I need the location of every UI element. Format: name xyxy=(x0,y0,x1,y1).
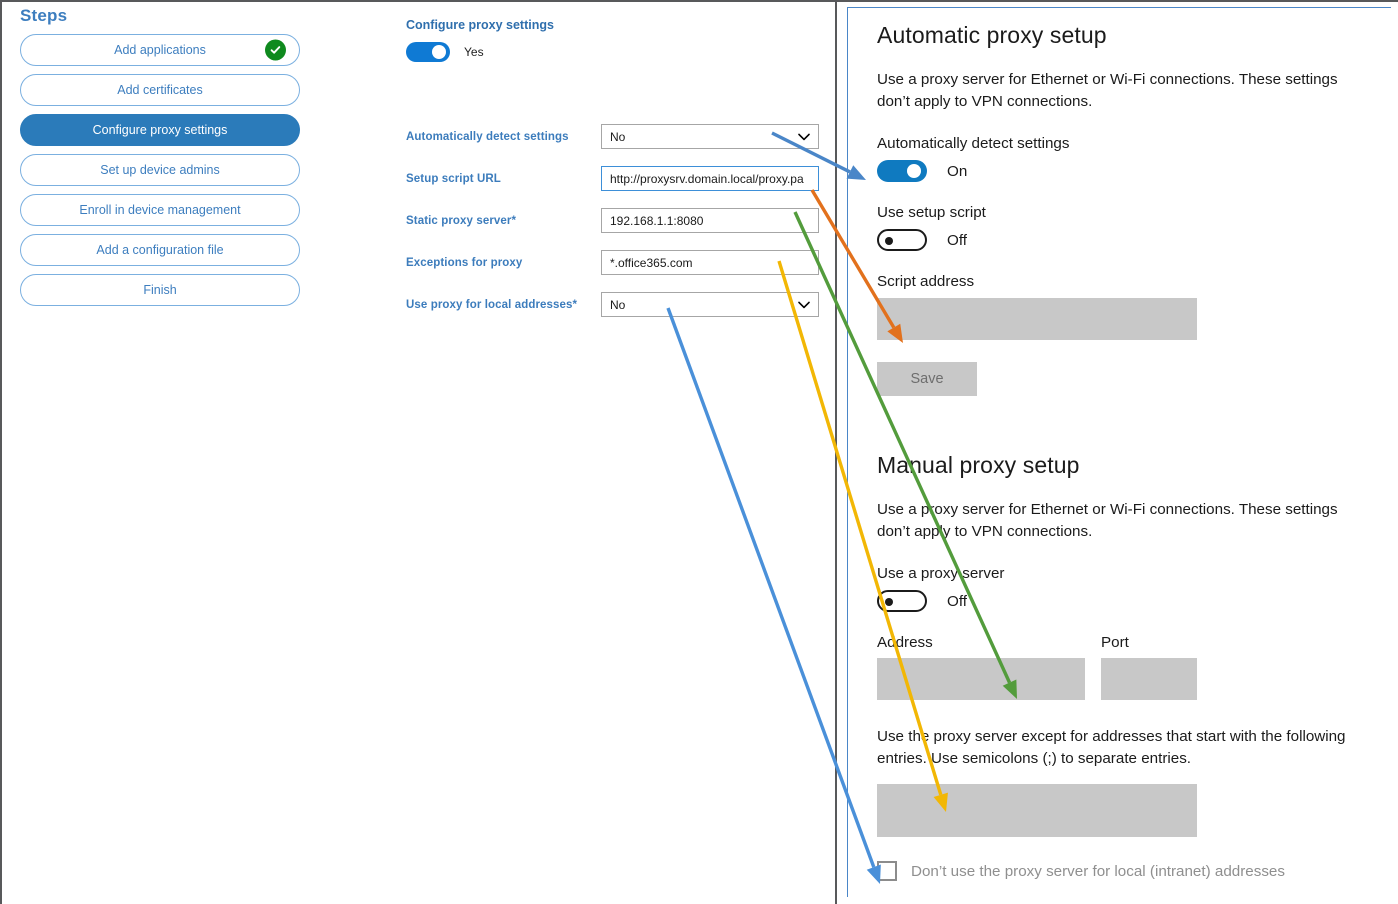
form-fields: Automatically detect settings No Setup s… xyxy=(406,124,826,317)
panel-divider xyxy=(835,0,837,904)
bypass-local-row: Don’t use the proxy server for local (in… xyxy=(877,861,1377,882)
frame-left-border xyxy=(0,0,2,904)
configure-proxy-toggle[interactable] xyxy=(406,42,450,62)
step-label: Add a configuration file xyxy=(96,243,224,257)
check-circle-icon xyxy=(265,39,286,61)
toggle-knob xyxy=(885,598,893,607)
frame-top-border xyxy=(0,0,1398,2)
field-control: No xyxy=(601,124,819,149)
field-control: No xyxy=(601,292,819,317)
field-control: http://proxysrv.domain.local/proxy.pa xyxy=(601,166,819,191)
automatic-proxy-description: Use a proxy server for Ethernet or Wi-Fi… xyxy=(877,71,1338,111)
field-label: Use proxy for local addresses* xyxy=(406,299,601,311)
field-row-setup-script-url: Setup script URL http://proxysrv.domain.… xyxy=(406,166,826,191)
field-label: Setup script URL xyxy=(406,173,601,185)
use-setup-script-toggle-row: Off xyxy=(877,229,1377,252)
port-label: Port xyxy=(1101,634,1129,652)
step-label: Add applications xyxy=(114,43,206,57)
field-control: 192.168.1.1:8080 xyxy=(601,208,819,233)
use-setup-script-toggle[interactable] xyxy=(877,229,927,252)
use-a-proxy-server-state: Off xyxy=(947,592,967,610)
use-setup-script-state: Off xyxy=(947,231,967,249)
automatically-detect-settings-label: Automatically detect settings xyxy=(877,135,1070,153)
use-a-proxy-server-label: Use a proxy server xyxy=(877,565,1005,583)
port-column: Port xyxy=(1101,634,1197,701)
address-port-row: Address Port xyxy=(877,634,1377,701)
step-item-configure-proxy-settings[interactable]: Configure proxy settings xyxy=(20,114,300,146)
configure-proxy-toggle-value: Yes xyxy=(464,45,484,59)
bypass-local-label: Don’t use the proxy server for local (in… xyxy=(911,862,1285,880)
automatically-detect-settings-toggle-row: On xyxy=(877,160,1377,183)
proxy-form-panel: Configure proxy settings Yes Automatical… xyxy=(406,18,826,334)
step-label: Set up device admins xyxy=(100,163,220,177)
port-input[interactable] xyxy=(1101,658,1197,701)
required-asterisk: * xyxy=(572,298,578,311)
step-item-add-a-configuration-file[interactable]: Add a configuration file xyxy=(20,234,300,266)
field-label-text: Exceptions for proxy xyxy=(406,256,523,269)
step-item-add-certificates[interactable]: Add certificates xyxy=(20,74,300,106)
exceptions-for-proxy-input[interactable]: *.office365.com xyxy=(601,250,819,275)
use-a-proxy-server-toggle[interactable] xyxy=(877,590,927,613)
field-label: Static proxy server* xyxy=(406,215,601,227)
bypass-local-checkbox[interactable] xyxy=(877,861,897,882)
address-label: Address xyxy=(877,634,933,652)
automatic-proxy-setup-heading: Automatic proxy setup xyxy=(877,22,1107,48)
field-label: Exceptions for proxy xyxy=(406,257,601,269)
toggle-knob xyxy=(907,164,921,179)
toggle-knob xyxy=(885,237,893,246)
windows-proxy-settings-panel: Automatic proxy setup Use a proxy server… xyxy=(847,7,1391,897)
address-input[interactable] xyxy=(877,658,1085,701)
field-row-exceptions-for-proxy: Exceptions for proxy *.office365.com xyxy=(406,250,826,275)
field-control: *.office365.com xyxy=(601,250,819,275)
field-label: Automatically detect settings xyxy=(406,131,601,143)
use-a-proxy-server-toggle-row: Off xyxy=(877,590,1377,613)
step-item-add-applications[interactable]: Add applications xyxy=(20,34,300,66)
step-item-finish[interactable]: Finish xyxy=(20,274,300,306)
toggle-knob xyxy=(432,45,446,59)
automatically-detect-settings-select[interactable]: No xyxy=(601,124,819,149)
exceptions-input[interactable] xyxy=(877,784,1197,838)
manual-proxy-description: Use a proxy server for Ethernet or Wi-Fi… xyxy=(877,501,1338,541)
step-item-set-up-device-admins[interactable]: Set up device admins xyxy=(20,154,300,186)
step-label: Enroll in device management xyxy=(79,203,241,217)
step-label: Add certificates xyxy=(117,83,203,97)
exceptions-description: Use the proxy server except for addresse… xyxy=(877,728,1346,768)
setup-script-url-input[interactable]: http://proxysrv.domain.local/proxy.pa xyxy=(601,166,819,191)
step-label: Configure proxy settings xyxy=(92,123,228,137)
use-proxy-for-local-addresses-select[interactable]: No xyxy=(601,292,819,317)
field-label-text: Setup script URL xyxy=(406,172,501,185)
field-label-text: Static proxy server xyxy=(406,214,512,227)
automatically-detect-settings-toggle[interactable] xyxy=(877,160,927,183)
automatically-detect-settings-state: On xyxy=(947,162,968,180)
static-proxy-server-input[interactable]: 192.168.1.1:8080 xyxy=(601,208,819,233)
script-address-input[interactable] xyxy=(877,298,1197,341)
step-item-enroll-in-device-management[interactable]: Enroll in device management xyxy=(20,194,300,226)
manual-proxy-setup-heading: Manual proxy setup xyxy=(877,452,1080,479)
address-column: Address xyxy=(877,634,1085,701)
form-heading: Configure proxy settings xyxy=(406,18,554,32)
steps-title: Steps xyxy=(20,6,68,25)
field-label-text: Automatically detect settings xyxy=(406,130,569,143)
configure-proxy-toggle-row: Yes xyxy=(406,42,826,62)
use-setup-script-label: Use setup script xyxy=(877,204,986,222)
steps-panel: Steps Add applications Add certificates … xyxy=(14,6,314,314)
step-label: Finish xyxy=(143,283,177,297)
field-row-static-proxy-server: Static proxy server* 192.168.1.1:8080 xyxy=(406,208,826,233)
script-address-label: Script address xyxy=(877,273,975,291)
field-row-use-proxy-for-local-addresses: Use proxy for local addresses* No xyxy=(406,292,826,317)
field-row-automatically-detect-settings: Automatically detect settings No xyxy=(406,124,826,149)
field-label-text: Use proxy for local addresses xyxy=(406,298,573,311)
required-asterisk: * xyxy=(511,214,517,227)
save-button[interactable]: Save xyxy=(877,362,977,397)
windows-settings-content: Automatic proxy setup Use a proxy server… xyxy=(877,22,1377,882)
